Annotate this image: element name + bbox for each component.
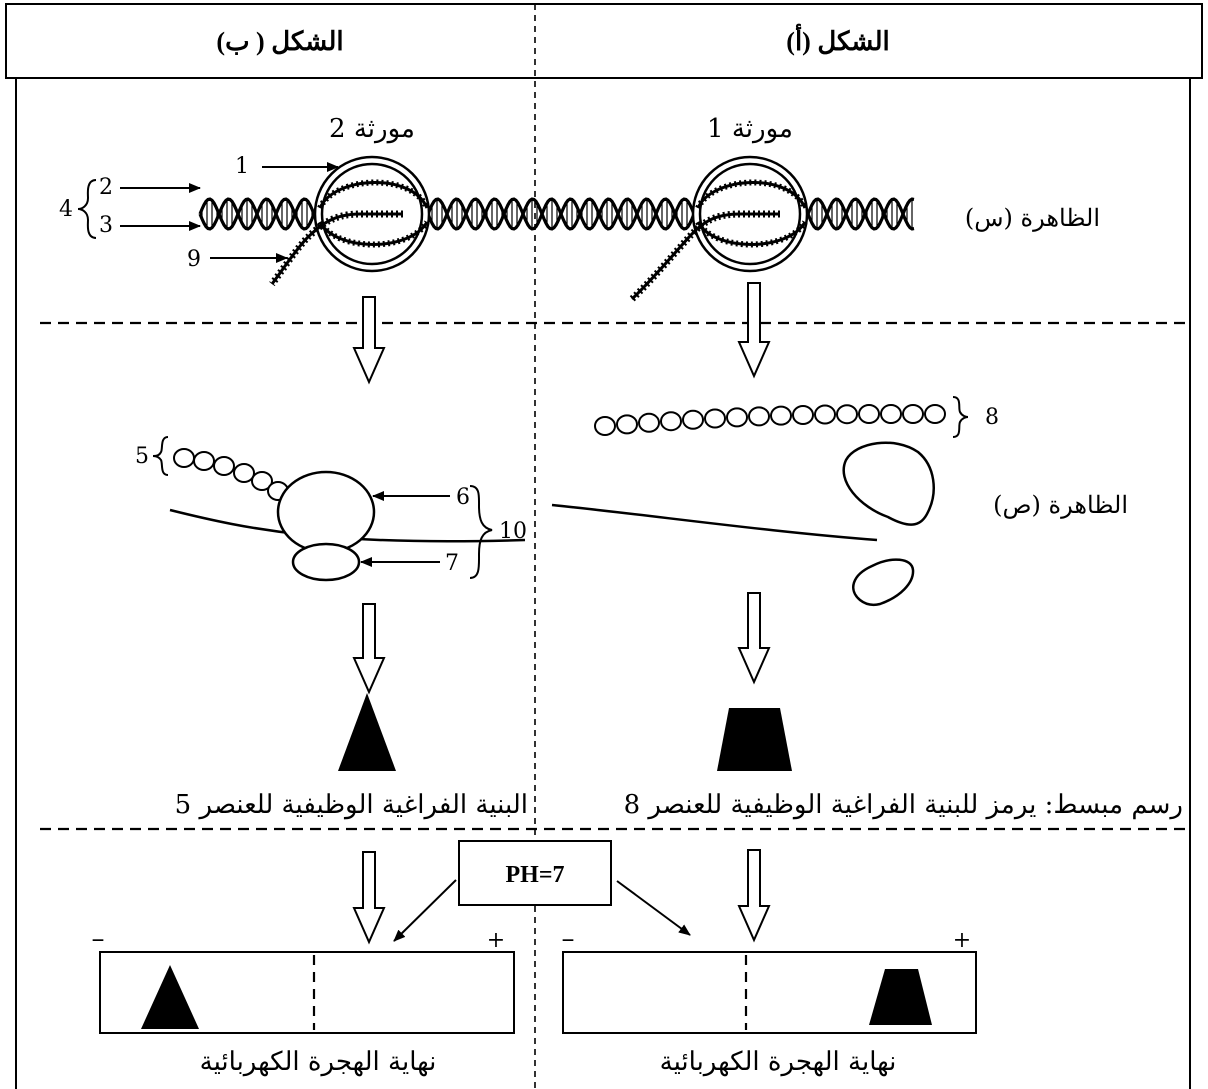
amino-acid <box>836 404 858 425</box>
mrna-1-free <box>551 503 878 542</box>
ribosome-small-subunit-free <box>852 558 915 607</box>
amino-acid <box>924 404 946 424</box>
amino-acid-chain-5 <box>173 448 289 501</box>
amino-acid <box>251 471 273 491</box>
label-6: 6 <box>456 485 470 510</box>
electrophoresis-gel-right: – + نهاية الهجرة الكهربائية <box>562 924 977 1077</box>
gene-2-label: مورثة 2 <box>329 114 415 144</box>
left-translation: 5 6 7 10 <box>135 436 527 582</box>
amino-acid <box>638 412 660 433</box>
label-5: 5 <box>135 444 149 469</box>
brace-5 <box>152 436 169 476</box>
gene-1-inner-circle <box>698 162 802 266</box>
gel-left-protein-5-band <box>141 965 199 1029</box>
arrow-structure1-to-electrophoresis <box>737 849 771 943</box>
amino-acid <box>616 414 638 435</box>
amino-acid <box>726 407 748 428</box>
arrow-gene2-to-translation <box>352 296 386 385</box>
arrow-translation2-to-structure <box>352 603 386 695</box>
protein-5-structure-symbol <box>338 693 396 771</box>
arrow-gene1-to-translation <box>737 282 771 379</box>
arrow-structure2-to-electrophoresis <box>352 851 386 945</box>
amino-acid <box>233 463 255 483</box>
brace-10 <box>469 485 493 579</box>
right-panel-title: الشكل (أ) <box>786 23 889 56</box>
arrow-translation1-to-structure <box>737 592 771 685</box>
label-1: 1 <box>235 154 249 179</box>
protein-8-structure-symbol <box>717 708 792 771</box>
ph-label: PH=7 <box>505 862 564 888</box>
mrna-1-bases <box>629 210 780 302</box>
brace-4 <box>77 179 97 239</box>
ribosome-large-subunit-6 <box>276 470 376 554</box>
label-9: 9 <box>187 247 201 272</box>
amino-acid <box>193 451 215 471</box>
header-box <box>5 3 1203 79</box>
amino-acid <box>748 406 770 427</box>
brace-8 <box>952 396 969 438</box>
amino-acid-chain-8 <box>594 404 946 436</box>
amino-acid <box>814 404 836 425</box>
gene-2-inner-circle <box>320 162 424 266</box>
ph-arrow-left <box>393 879 457 942</box>
amino-acid <box>704 408 726 429</box>
amino-acid <box>902 404 924 424</box>
frame <box>5 3 1203 1089</box>
phenomenon-y-label: الظاهرة (ص) <box>993 491 1128 519</box>
amino-acid <box>660 411 682 432</box>
gene-2-transcription-bubble <box>269 155 431 287</box>
gel-left-caption: نهاية الهجرة الكهربائية <box>200 1047 437 1077</box>
left-panel-title: الشكل ( ب) <box>216 27 343 56</box>
ph-arrow-right <box>616 880 691 936</box>
label-3: 3 <box>99 213 113 238</box>
gel-left-minus: – <box>92 924 105 954</box>
left-annotations <box>77 162 339 263</box>
ribosome-small-subunit-7 <box>291 542 361 582</box>
amino-acid <box>682 409 704 430</box>
amino-acid <box>594 416 616 436</box>
gene-1-coding-bases <box>695 220 808 248</box>
electrophoresis-gel-left: – + نهاية الهجرة الكهربائية <box>92 924 515 1077</box>
amino-acid <box>173 448 195 468</box>
dividers <box>40 4 1188 1089</box>
gene-2-coding-bases <box>317 220 430 248</box>
phenomenon-x-label: الظاهرة (س) <box>965 204 1100 232</box>
gel-right-plus: + <box>953 928 971 953</box>
amino-acid <box>792 405 814 425</box>
amino-acid <box>880 404 902 424</box>
gel-right-caption: نهاية الهجرة الكهربائية <box>660 1047 897 1077</box>
gene-1-transcription-bubble <box>629 155 809 302</box>
ph-box <box>458 840 612 906</box>
gene-2-strand-bases <box>317 179 430 210</box>
amino-acid <box>770 405 792 426</box>
label-8: 8 <box>985 405 999 430</box>
gene-1-strand-bases <box>695 179 808 210</box>
gene-1-label: مورثة 1 <box>707 114 793 144</box>
mrna-2 <box>270 212 403 285</box>
gel-right-minus: – <box>562 924 575 954</box>
label-2: 2 <box>99 175 113 200</box>
gel-left-plus: + <box>487 928 505 953</box>
left-structure-caption: البنية الفراغية الوظيفية للعنصر 5 <box>175 790 528 820</box>
label-7: 7 <box>445 551 459 576</box>
ribosome-large-subunit-free <box>842 441 935 526</box>
label-4: 4 <box>59 197 73 222</box>
right-translation: 8 الظاهرة (ص) <box>551 396 1128 607</box>
amino-acid <box>858 404 880 424</box>
amino-acid <box>213 456 235 476</box>
label-10: 10 <box>499 519 527 544</box>
process-arrows <box>352 282 771 945</box>
right-structure-caption: رسم مبسط: يرمز للبنية الفراغية الوظيفية … <box>624 790 1183 820</box>
gel-right-protein-8-band <box>869 969 932 1025</box>
